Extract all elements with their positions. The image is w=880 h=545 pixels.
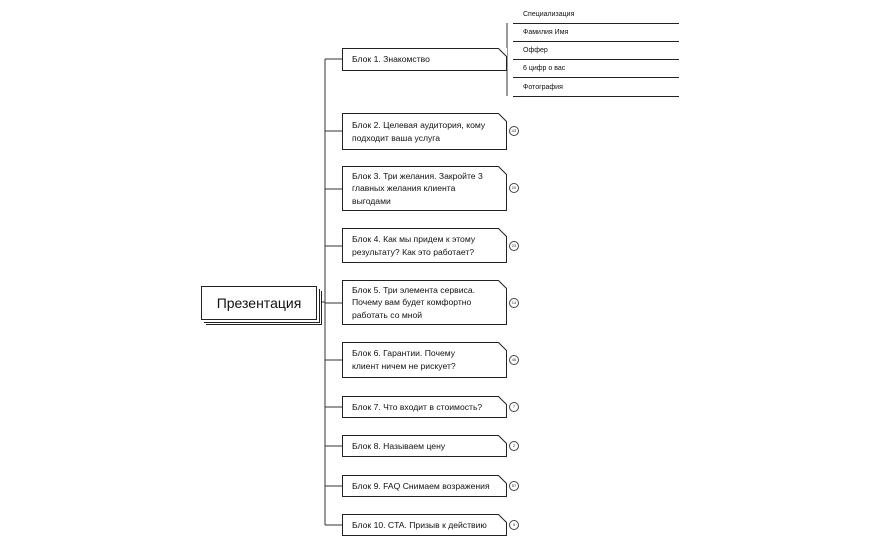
block-label: Блок 3. Три желания. Закройте 3 главных … (352, 170, 483, 206)
count-badge[interactable]: 46 (509, 355, 519, 365)
subitem-six-numbers[interactable]: 6 цифр о вас (513, 60, 679, 78)
subitem-photo[interactable]: Фотография (513, 79, 679, 97)
fold-corner-icon (498, 113, 507, 122)
count-badge[interactable]: 23 (509, 241, 519, 251)
block-10-node[interactable]: Блок 10. CTA. Призыв к действию (342, 514, 507, 536)
fold-corner-icon (498, 166, 507, 175)
block-7-node[interactable]: Блок 7. Что входит в стоимость? (342, 396, 507, 418)
block-3-node[interactable]: Блок 3. Три желания. Закройте 3 главных … (342, 166, 507, 211)
block-1-node[interactable]: Блок 1. Знакомство (342, 48, 507, 71)
fold-corner-icon (498, 228, 507, 237)
block-label: Блок 2. Целевая аудитория, кому подходит… (352, 119, 486, 143)
block-label: Блок 9. FAQ Снимаем возражения (352, 480, 490, 491)
fold-corner-icon (498, 48, 507, 57)
block-label: Блок 7. Что входит в стоимость? (352, 401, 483, 412)
block-label: Блок 4. Как мы придем к этому результату… (352, 233, 476, 257)
block-5-node[interactable]: Блок 5. Три элемента сервиса. Почему вам… (342, 280, 507, 325)
subitem-offer[interactable]: Оффер (513, 42, 679, 60)
fold-corner-icon (498, 475, 507, 484)
block-2-node[interactable]: Блок 2. Целевая аудитория, кому подходит… (342, 113, 507, 150)
count-badge[interactable]: 14 (509, 298, 519, 308)
count-badge[interactable]: 7 (509, 402, 519, 412)
block-9-node[interactable]: Блок 9. FAQ Снимаем возражения (342, 475, 507, 497)
count-badge[interactable]: 20 (509, 183, 519, 193)
fold-corner-icon (498, 435, 507, 444)
count-badge[interactable]: 43 (509, 126, 519, 136)
block-label: Блок 6. Гарантии. Почему клиент ничем не… (352, 348, 456, 371)
block-6-node[interactable]: Блок 6. Гарантии. Почему клиент ничем не… (342, 342, 507, 378)
fold-corner-icon (498, 342, 507, 351)
fold-corner-icon (498, 396, 507, 405)
subitem-specialization[interactable]: Специализация (513, 6, 679, 24)
block-label: Блок 8. Называем цену (352, 440, 446, 451)
block-4-node[interactable]: Блок 4. Как мы придем к этому результату… (342, 228, 507, 263)
block-label: Блок 5. Три элемента сервиса. Почему вам… (352, 284, 475, 320)
block-8-node[interactable]: Блок 8. Называем цену (342, 435, 507, 457)
root-label: Презентация (216, 295, 302, 311)
root-node[interactable]: Презентация (201, 286, 317, 320)
block-label: Блок 1. Знакомство (352, 54, 430, 65)
fold-corner-icon (498, 280, 507, 289)
block-label: Блок 10. CTA. Призыв к действию (352, 519, 487, 530)
count-badge[interactable]: 2 (509, 441, 519, 451)
subitem-name[interactable]: Фамилия Имя (513, 24, 679, 42)
fold-corner-icon (498, 514, 507, 523)
count-badge[interactable]: 87 (509, 481, 519, 491)
count-badge[interactable]: 5 (509, 520, 519, 530)
